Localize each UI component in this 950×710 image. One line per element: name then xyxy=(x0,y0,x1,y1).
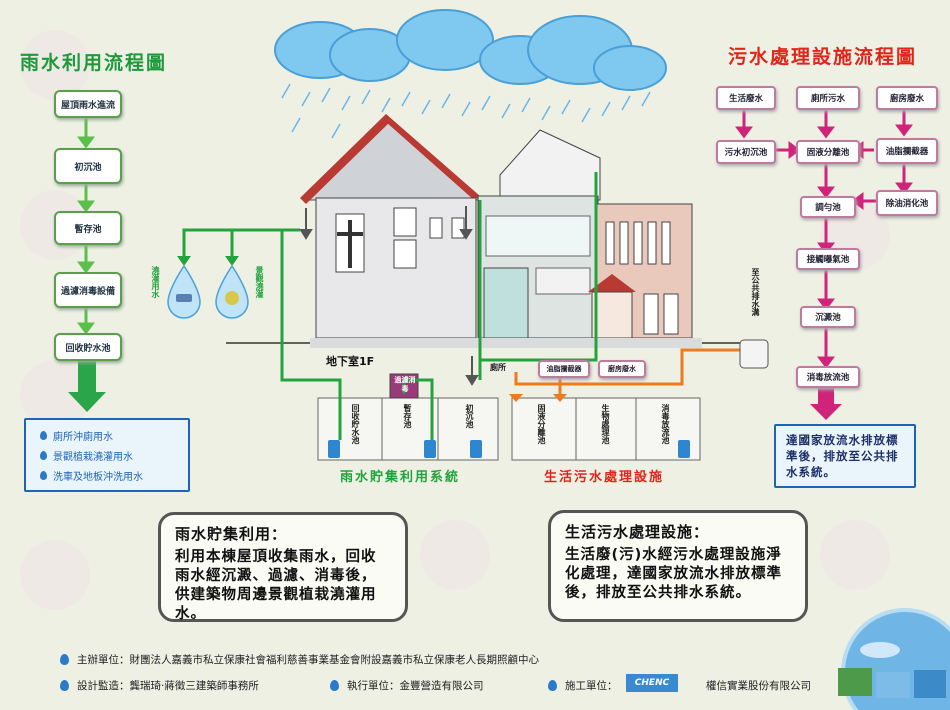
tank-label: 暫存池 xyxy=(403,404,412,428)
watermark-logo xyxy=(420,520,490,590)
rain-step-storage: 回收貯水池 xyxy=(54,333,122,361)
rain-use-item: 廁所沖廁用水 xyxy=(40,428,113,443)
rain-uses-panel: 廁所沖廁用水 景觀植栽澆灌用水 洗車及地板沖洗用水 xyxy=(24,418,190,492)
rain-step-roof: 屋頂雨水進流 xyxy=(54,90,122,118)
tank-label: 生物處理池 xyxy=(601,404,610,444)
drop-icon xyxy=(548,680,557,691)
footer-design: 設計監造：龔瑞琦‧蔣徵三建築師事務所 xyxy=(60,678,259,693)
sewage-step-aeration: 接觸曝氣池 xyxy=(796,248,860,270)
tank-label: 固液分離池 xyxy=(537,404,546,444)
sewage-source-life: 生活廢水 xyxy=(716,86,776,110)
rain-step-temp: 暫存池 xyxy=(54,211,122,245)
sewage-step-sediment: 沉澱池 xyxy=(800,306,856,328)
watermark-logo xyxy=(820,520,890,590)
side-label-landscape: 景觀澆灌 xyxy=(255,266,264,298)
footer-construct-company: 權信實業股份有限公司 xyxy=(706,680,811,692)
rain-note: 雨水貯集利用： 利用本棟屋頂收集雨水，回收雨水經沉澱、過濾、消毒後，供建築物周邊… xyxy=(158,512,408,622)
sewage-step-grease: 油脂攔截器 xyxy=(876,138,938,164)
sewage-final-panel: 達國家放流水排放標準後，排放至公共排水系統。 xyxy=(774,424,916,488)
filter-label: 過濾消毒 xyxy=(394,376,416,393)
basement-label: 地下室1F xyxy=(326,355,375,368)
rain-note-title: 雨水貯集利用： xyxy=(175,525,288,543)
sewage-step-primary: 污水初沉池 xyxy=(716,140,776,164)
sewage-system-label: 生活污水處理設施 xyxy=(544,470,665,485)
sewage-step-degrease: 除油消化池 xyxy=(876,190,938,216)
rain-step-settle: 初沉池 xyxy=(54,148,122,184)
drop-icon xyxy=(60,654,69,665)
sewage-flow-title: 污水處理設施流程圖 xyxy=(728,46,918,68)
rain-use-item: 洗車及地板沖洗用水 xyxy=(40,468,143,483)
tank-label: 消毒放流池 xyxy=(661,404,670,444)
rain-system-label: 雨水貯集利用系統 xyxy=(340,470,461,485)
sewage-note-title: 生活污水處理設施： xyxy=(565,523,710,541)
sewage-note-body: 生活廢(污)水經污水處理設施淨化處理，達國家放流水排放標準後，排放至公共排水系統… xyxy=(565,547,782,601)
sewage-step-separation: 固液分離池 xyxy=(796,140,860,164)
sewage-final-text: 達國家放流水排放標準後，排放至公共排水系統。 xyxy=(786,433,899,479)
grease-trap-label: 油脂攔截器 xyxy=(538,360,590,378)
toilet-label: 廁所 xyxy=(490,363,506,372)
public-drain-label: 至公共排水溝 xyxy=(751,268,760,316)
kitchen-label: 廚房廢水 xyxy=(598,360,646,378)
sewage-note: 生活污水處理設施： 生活廢(污)水經污水處理設施淨化處理，達國家放流水排放標準後… xyxy=(548,510,808,622)
sewage-source-toilet: 廁所污水 xyxy=(796,86,860,110)
sewage-step-equalize: 調勻池 xyxy=(800,196,856,218)
rain-step-filter: 過濾消毒設備 xyxy=(54,272,122,308)
drop-icon xyxy=(330,680,339,691)
tank-label: 初沉池 xyxy=(465,404,474,428)
rain-use-item: 景觀植栽澆灌用水 xyxy=(40,448,133,463)
watermark-logo xyxy=(20,30,90,100)
drop-icon xyxy=(60,680,69,691)
rain-flow-title: 雨水利用流程圖 xyxy=(20,52,168,74)
contractor-logo: CHENC xyxy=(626,674,678,692)
footer-exec: 執行單位：金豐營造有限公司 xyxy=(330,678,484,693)
sewage-source-kitchen: 廚房廢水 xyxy=(876,86,938,110)
side-label-irrigation: 澆灌用水 xyxy=(151,266,160,298)
sewage-step-disinfect: 消毒放流池 xyxy=(796,366,860,388)
footer-sponsor: 主辦單位：財團法人嘉義市私立保康社會福利慈善事業基金會附設嘉義市私立保康老人長期… xyxy=(60,652,539,667)
footer-construct: 施工單位： xyxy=(548,678,618,693)
tank-label: 回收貯水池 xyxy=(351,404,360,444)
watermark-logo xyxy=(20,540,90,610)
rain-note-body: 利用本棟屋頂收集雨水，回收雨水經沉澱、過濾、消毒後，供建築物周邊景觀植栽澆灌用水… xyxy=(175,549,377,622)
